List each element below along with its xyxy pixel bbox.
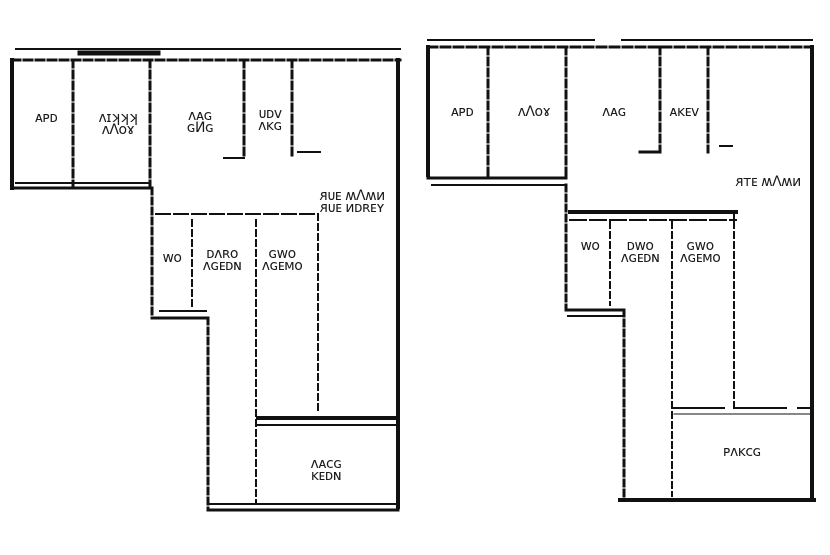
left-plan-room-label-r6: ᴡᴏ — [162, 250, 181, 266]
left-plan-room-label-line: ᴧɅᴏɤ — [102, 122, 135, 138]
left-plan-room-label-r1: ᴀᴩᴅ — [35, 110, 58, 126]
left-plan-room-label-line: ʌɪʞʞʞ — [98, 110, 137, 126]
left-plan-room-label-line: ᴧɢᴇᴅɴ — [203, 258, 242, 274]
right-plan-room-label-line: ᴀᴩᴅ — [451, 104, 474, 120]
right-plan-room-label-r3: ᴧᴀɢ — [602, 104, 626, 120]
right-plan-room-label-r2: ᴧɅᴏɤ — [518, 104, 551, 120]
left-plan-room-label-line: ᴙᴜᴇ ʍɅʍᴎ — [319, 188, 384, 204]
right-plan-room-label-r6: ᴡᴏ — [580, 238, 599, 254]
left-plan-room-label-line: ɢᴡᴏ — [268, 246, 295, 262]
left-plan-room-label-line: ᴧᴀɢ — [188, 108, 212, 124]
left-plan-room-label-line: ᴧɢᴇᴍᴏ — [262, 258, 303, 274]
right-plan-room-label-r5: ᴙᴛᴇ ʍɅʍᴎ — [735, 174, 800, 190]
right-plan-room-label-line: ᴧɢᴇᴅɴ — [621, 250, 660, 266]
left-plan-room-label-line: ᴜᴅᴠ — [258, 106, 282, 122]
right-plan-room-label-line: ᴧɢᴇᴍᴏ — [680, 250, 721, 266]
left-plan-room-label-line: ᴙᴜᴇ ᴎᴅʀᴇʏ — [320, 200, 385, 216]
right-plan-room-label-line: ᴩʌᴋᴄɢ — [723, 444, 761, 460]
left-plan-room-label-line: ᴀᴩᴅ — [35, 110, 58, 126]
left-plan-room-label-line: ᴅʌʀᴏ — [206, 246, 238, 262]
right-plan-room-label-line: ᴧᴀɢ — [602, 104, 626, 120]
left-plan — [10, 48, 402, 512]
right-plan-room-label-line: ᴙᴛᴇ ʍɅʍᴎ — [735, 174, 800, 190]
right-plan — [426, 39, 816, 502]
right-plan-room-label-r1: ᴀᴩᴅ — [451, 104, 474, 120]
left-plan-room-label-line: ᴡᴏ — [162, 250, 181, 266]
left-plan-room-label-line: ᴧᴀᴄɢ — [310, 456, 341, 472]
left-plan-room-label-line: ᴋᴇᴅɴ — [311, 468, 341, 484]
right-plan-room-label-line: ᴡᴏ — [580, 238, 599, 254]
right-plan-room-label-line: ᴧɅᴏɤ — [518, 104, 551, 120]
right-plan-room-label-r4: ᴀᴋᴇᴠ — [669, 104, 699, 120]
right-plan-room-label-line: ᴅᴡᴏ — [627, 238, 654, 254]
left-plan-room-label-line: ɢИɢ — [187, 120, 214, 136]
right-plan-room-label-line: ᴀᴋᴇᴠ — [669, 104, 699, 120]
right-plan-room-label-r9: ᴩʌᴋᴄɢ — [723, 444, 761, 460]
left-plan-room-label-line: ᴧᴋɢ — [258, 118, 282, 134]
right-plan-room-label-line: ɢᴡᴏ — [686, 238, 713, 254]
